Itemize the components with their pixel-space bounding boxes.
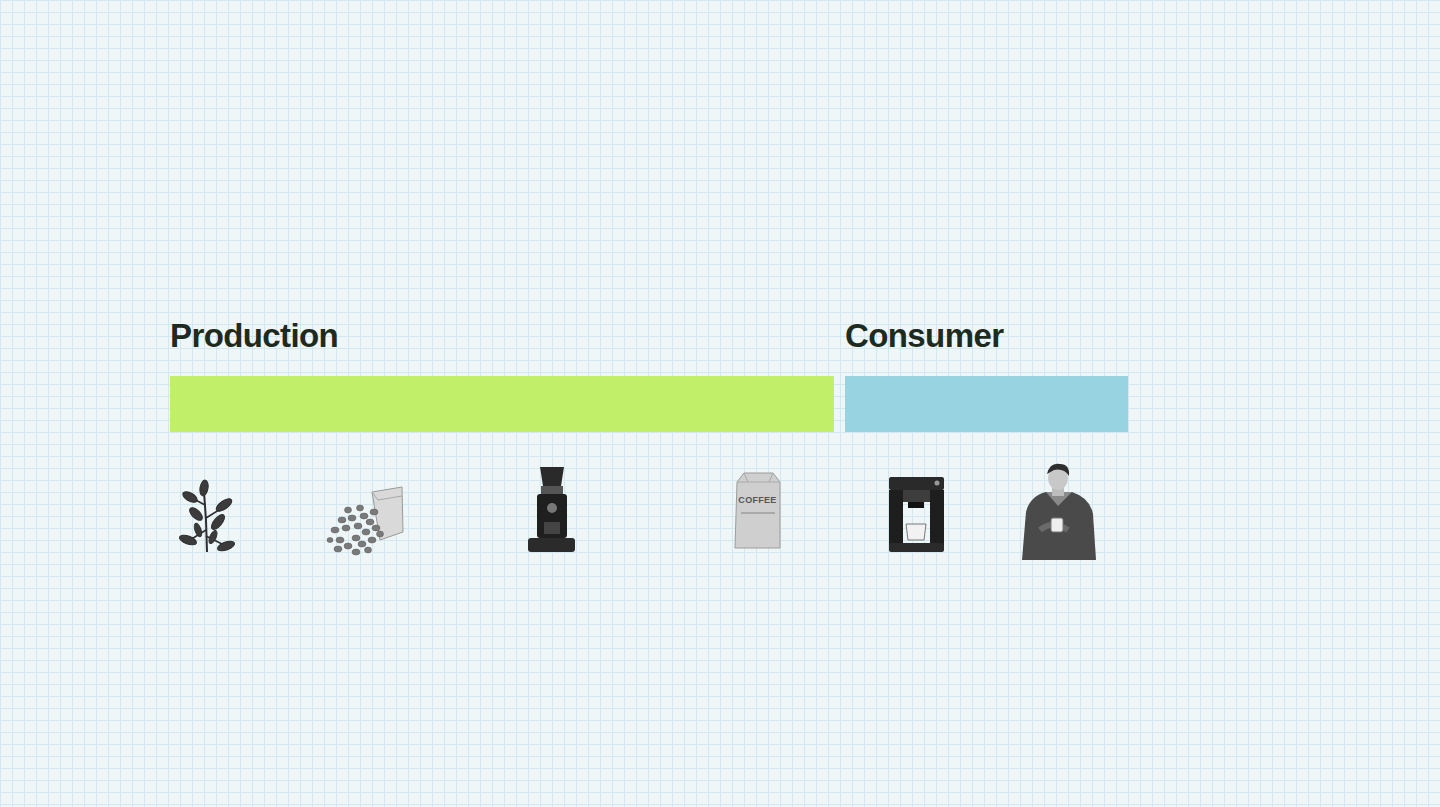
band-heading: Production	[170, 316, 834, 356]
grinder	[528, 467, 575, 552]
package-label: COFFEE	[738, 495, 776, 505]
espresso-machine	[889, 477, 944, 552]
coffee-bag	[735, 473, 780, 548]
band-bar	[170, 376, 834, 432]
bean-sack	[327, 487, 403, 555]
band-heading: Consumer	[845, 316, 1128, 356]
person	[1022, 464, 1096, 560]
consumer-band: Consumer	[845, 316, 1128, 432]
band-bar	[845, 376, 1128, 432]
coffee-plant	[178, 479, 236, 552]
production-band: Production	[170, 316, 834, 432]
